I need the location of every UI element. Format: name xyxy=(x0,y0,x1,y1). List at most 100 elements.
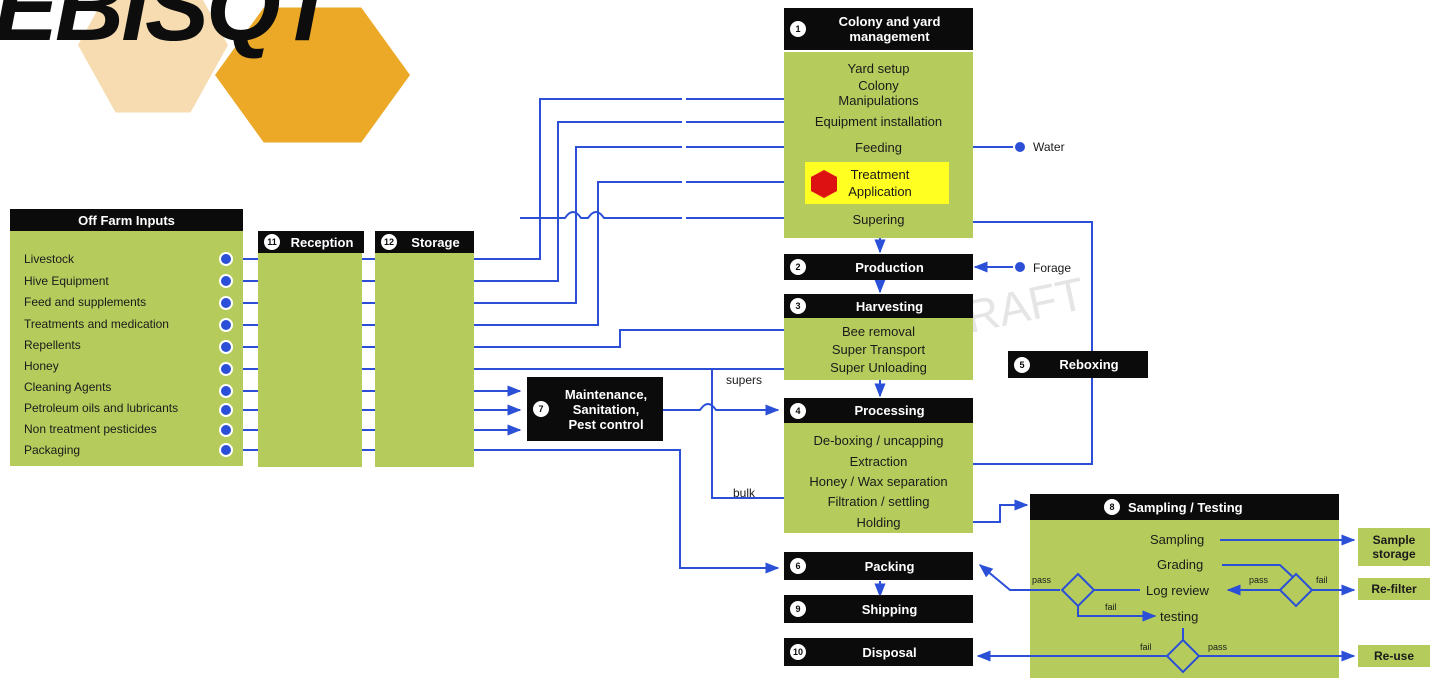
reception-column xyxy=(258,253,362,467)
maintenance-line3: Pest control xyxy=(568,416,644,432)
input-node-icon xyxy=(219,384,233,398)
forage-node-icon xyxy=(1013,260,1027,274)
treatment-line1: Treatment xyxy=(850,167,910,182)
input-node-icon xyxy=(219,318,233,332)
shipping-box: 9 Shipping xyxy=(784,595,973,623)
input-node-icon xyxy=(219,296,233,310)
processing-title: Processing xyxy=(854,403,925,418)
production-title: Production xyxy=(855,259,924,275)
input-treatments: Treatments and medication xyxy=(24,317,169,331)
pass-label: pass xyxy=(1249,575,1269,585)
packing-number: 6 xyxy=(790,558,806,574)
yard-setup: Yard setup xyxy=(847,61,910,76)
sampling-title: Sampling / Testing xyxy=(1128,499,1243,515)
supering: Supering xyxy=(852,212,905,227)
reception-title: Reception xyxy=(290,234,354,250)
colony-line: Colony xyxy=(858,78,899,93)
fail-label: fail xyxy=(1105,602,1117,612)
input-repellents: Repellents xyxy=(24,338,81,352)
sample-storage-box: Sample storage xyxy=(1358,528,1430,566)
water-node-icon xyxy=(1013,140,1027,154)
extraction: Extraction xyxy=(849,454,908,469)
log-review-item: Log review xyxy=(1146,583,1209,598)
processing-panel xyxy=(784,423,973,533)
packing-box: 6 Packing xyxy=(784,552,973,580)
fail-label: fail xyxy=(1316,575,1328,585)
sample-storage-line2: storage xyxy=(1372,547,1416,561)
water-label: Water xyxy=(1033,140,1065,154)
storage-title: Storage xyxy=(411,234,460,250)
refilter-box: Re-filter xyxy=(1358,578,1430,600)
input-node-icon xyxy=(219,362,233,376)
manipulations: Manipulations xyxy=(838,93,919,108)
disposal-title: Disposal xyxy=(862,644,917,660)
sampling-item: Sampling xyxy=(1150,532,1205,547)
input-pesticides: Non treatment pesticides xyxy=(24,422,157,436)
input-honey: Honey xyxy=(24,359,59,373)
grading-item: Grading xyxy=(1157,557,1204,572)
sampling-header: 8 Sampling / Testing xyxy=(1030,494,1339,520)
off-farm-inputs-panel xyxy=(10,231,243,466)
input-hive-equipment: Hive Equipment xyxy=(24,274,109,288)
input-cleaning: Cleaning Agents xyxy=(24,380,112,394)
maintenance-line2: Sanitation, xyxy=(572,401,640,417)
colony-panel xyxy=(784,52,973,238)
storage-header: 12 Storage xyxy=(375,231,474,253)
input-node-icon xyxy=(219,340,233,354)
honey-wax-separation: Honey / Wax separation xyxy=(809,474,948,489)
shipping-number: 9 xyxy=(790,601,806,617)
maintenance-number: 7 xyxy=(533,401,549,417)
harvesting-header: 3 Harvesting xyxy=(784,294,973,318)
super-unloading: Super Unloading xyxy=(830,360,927,375)
equipment-installation: Equipment installation xyxy=(814,114,943,129)
disposal-number: 10 xyxy=(790,644,806,660)
input-node-icon xyxy=(219,274,233,288)
production-header: 2 Production xyxy=(784,254,973,280)
input-petroleum: Petroleum oils and lubricants xyxy=(24,401,179,415)
input-node-icon xyxy=(219,252,233,266)
colony-title-line2: management xyxy=(849,29,930,44)
colony-title-line1: Colony and yard xyxy=(838,14,941,29)
processing-number: 4 xyxy=(790,402,806,419)
off-farm-inputs-title: Off Farm Inputs xyxy=(78,212,175,228)
reception-number: 11 xyxy=(264,234,280,250)
harvesting-number: 3 xyxy=(790,298,806,314)
input-packaging: Packaging xyxy=(24,443,81,457)
reboxing-number: 5 xyxy=(1014,356,1030,373)
colony-header: 1 Colony and yard management xyxy=(784,8,973,50)
input-livestock: Livestock xyxy=(24,252,75,266)
forage-label: Forage xyxy=(1033,261,1072,275)
production-number: 2 xyxy=(790,259,806,275)
fail-label: fail xyxy=(1140,642,1152,652)
super-transport: Super Transport xyxy=(831,342,926,357)
testing-item: testing xyxy=(1160,609,1199,624)
storage-column xyxy=(375,253,474,467)
treatment-hexagon-icon xyxy=(811,170,837,198)
bulk-label: bulk xyxy=(733,486,756,500)
reception-header: 11 Reception xyxy=(258,231,364,253)
maintenance-box: 7 Maintenance, Sanitation, Pest control xyxy=(527,377,663,441)
logo-hexagon-gold xyxy=(215,7,410,143)
off-farm-inputs-header: Off Farm Inputs xyxy=(10,209,243,231)
treatment-line2: Application xyxy=(848,184,912,199)
bee-removal: Bee removal xyxy=(842,324,915,339)
filtration-settling: Filtration / settling xyxy=(827,494,930,509)
colony-number: 1 xyxy=(790,21,806,37)
reboxing-title: Reboxing xyxy=(1059,357,1119,372)
deboxing: De-boxing / uncapping xyxy=(813,433,944,448)
storage-number: 12 xyxy=(381,234,397,250)
input-node-icon xyxy=(219,443,233,457)
sampling-number: 8 xyxy=(1104,499,1120,515)
maintenance-line1: Maintenance, xyxy=(564,386,648,402)
input-feed: Feed and supplements xyxy=(24,295,147,309)
processing-header: 4 Processing xyxy=(784,398,973,423)
logo-text: EBISQT xyxy=(0,0,336,61)
pass-label: pass xyxy=(1208,642,1228,652)
holding: Holding xyxy=(856,515,901,530)
input-node-icon xyxy=(219,403,233,417)
packing-title: Packing xyxy=(864,558,915,574)
sample-storage-line1: Sample xyxy=(1372,533,1416,547)
harvesting-title: Harvesting xyxy=(855,298,924,314)
disposal-box: 10 Disposal xyxy=(784,638,973,666)
shipping-title: Shipping xyxy=(861,601,918,617)
